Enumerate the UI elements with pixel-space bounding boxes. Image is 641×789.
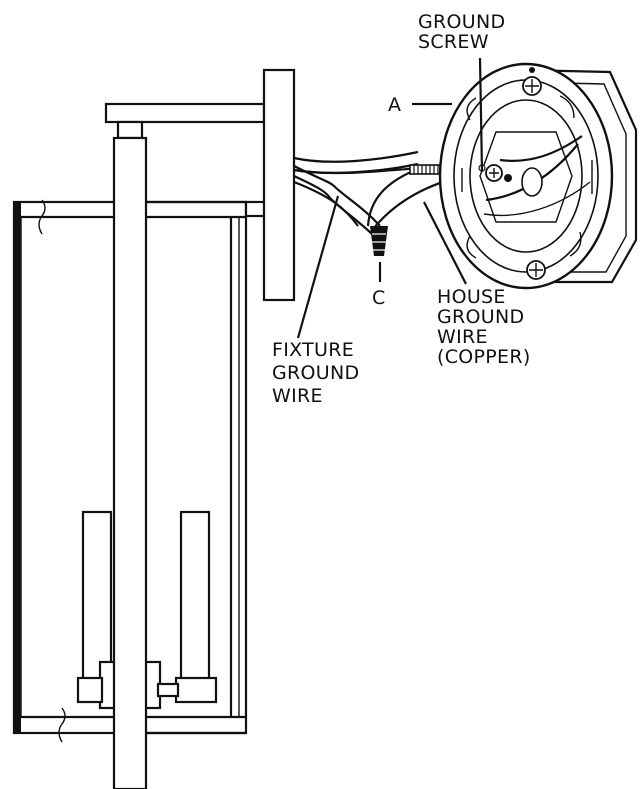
socket-left	[76, 676, 104, 704]
ground-screw-pointer	[478, 57, 484, 173]
fixture-ground-wire-label-2: GROUND	[272, 362, 359, 384]
top-collar	[116, 120, 144, 140]
ground-screw-label-2: SCREW	[418, 31, 489, 53]
label-a: A	[388, 94, 401, 116]
socket-joint	[156, 682, 180, 698]
house-ground-wire-label-4: (COPPER)	[437, 346, 531, 368]
wire-nut-icon	[370, 226, 388, 256]
fixture-ground-wire	[293, 150, 421, 237]
candle-right	[179, 510, 211, 682]
candle-left	[81, 510, 113, 682]
fixture-wire-pointer	[296, 195, 340, 339]
house-ground-wire-label-3: WIRE	[437, 326, 488, 348]
house-ground-wire-label-1: HOUSE	[437, 286, 506, 308]
center-stem	[112, 136, 148, 789]
fixture-ground-wire-label-1: FIXTURE	[272, 339, 354, 361]
house-wire-pointer	[423, 201, 467, 285]
cage-left-edge	[14, 202, 21, 733]
ground-screw-label-1: GROUND	[418, 11, 505, 33]
wall-plate	[262, 68, 296, 302]
label-c: C	[372, 287, 386, 309]
socket-right	[174, 676, 218, 704]
mounting-plate-icon	[438, 62, 614, 290]
lantern-fixture-icon	[12, 102, 268, 789]
fixture-ground-wire-label-3: WIRE	[272, 385, 323, 407]
break-mark-bottom	[58, 707, 66, 743]
break-mark-top	[38, 199, 46, 235]
house-ground-wire-label-2: GROUND	[437, 306, 524, 328]
top-arm-bar	[104, 102, 266, 124]
